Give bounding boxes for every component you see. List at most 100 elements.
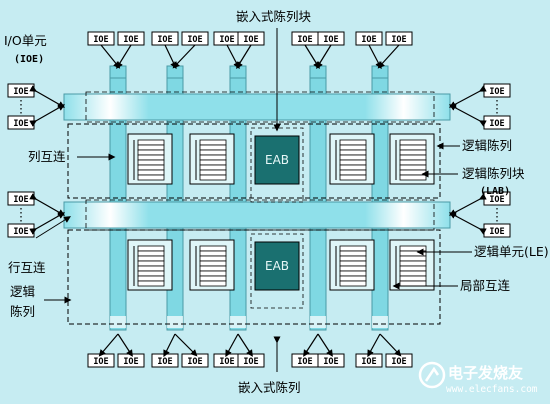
logic-element [339, 270, 367, 277]
connection-arrow [448, 104, 487, 127]
connection-arrow [237, 333, 253, 357]
column-bus-cap [166, 65, 184, 79]
logic-element [339, 280, 367, 287]
connection-arrow [117, 333, 133, 357]
logic-element [339, 245, 367, 252]
ioe-label: IOE [13, 195, 28, 205]
logic-element [137, 280, 165, 287]
logic-element [399, 139, 427, 146]
logic-element [399, 265, 427, 272]
ioe-label: IOE [13, 87, 28, 97]
ioe-label: IOE [297, 35, 312, 45]
logic-array-block [189, 239, 235, 291]
label-logic-element: 逻辑单元(LE) [474, 244, 549, 259]
label-local-interconnect: 局部互连 [460, 278, 511, 293]
logic-element [399, 159, 427, 166]
ioe-label: IOE [243, 357, 258, 367]
logic-element [399, 280, 427, 287]
ioe-unit: IOE [151, 31, 179, 46]
connection-arrow [236, 44, 252, 69]
logic-element [199, 169, 227, 176]
logic-array-region-bottom [67, 229, 441, 325]
logic-element [137, 270, 165, 277]
ioe-unit: IOE [237, 353, 265, 368]
connection-arrow [448, 85, 487, 108]
ioe-unit: IOE [237, 31, 265, 46]
ioe-unit: IOE [213, 31, 241, 46]
ioe-unit: IOE [181, 31, 209, 46]
row-bus-bottom [63, 201, 451, 229]
logic-element [199, 275, 227, 282]
logic-element [199, 164, 227, 171]
row-bus-top [63, 93, 451, 121]
logic-element [339, 265, 367, 272]
label-row-interconnect: 行互连 [8, 260, 46, 275]
column-bus-cap [229, 65, 247, 79]
logic-array-block [329, 133, 375, 185]
label-logic-array-block: 逻辑陈列块 [462, 166, 525, 181]
logic-element [137, 164, 165, 171]
logic-element [199, 255, 227, 262]
ioe-label: IOE [219, 357, 234, 367]
logic-element [199, 265, 227, 272]
connection-arrows [20, 44, 498, 358]
connection-arrow [317, 333, 333, 357]
logic-element [399, 164, 427, 171]
column-bus-tip [110, 316, 126, 328]
connection-arrow [164, 44, 177, 70]
connection-arrow [29, 193, 66, 216]
logic-element [339, 174, 367, 181]
label-io-unit-abbr: (IOE) [14, 54, 44, 65]
ioe-label: IOE [361, 35, 376, 45]
ioe-unit: IOE [483, 223, 511, 238]
label-logic-array: 逻辑陈列 [462, 138, 512, 153]
ioe-label: IOE [489, 195, 504, 205]
connection-arrow [448, 193, 487, 216]
column-bus-tip [372, 316, 388, 328]
logic-element [399, 149, 427, 156]
ioe-label: IOE [157, 35, 172, 45]
ioe-label: IOE [361, 357, 376, 367]
ioe-unit: IOE [117, 31, 145, 46]
logic-element [339, 250, 367, 257]
logic-element [137, 144, 165, 151]
ioe-label: IOE [323, 357, 338, 367]
connection-arrow [29, 104, 66, 127]
connection-arrow [172, 44, 196, 69]
watermark-title: 电子发烧友 [448, 364, 523, 382]
eab-label: EAB [265, 153, 289, 167]
connection-arrow [379, 333, 402, 357]
label-column-interconnect: 列互连 [28, 149, 66, 164]
logic-element [399, 255, 427, 262]
ioe-unit: IOE [7, 191, 35, 206]
connection-arrow [226, 44, 240, 70]
logic-element [137, 139, 165, 146]
ioe-unit: IOE [87, 353, 115, 368]
ioe-label: IOE [187, 357, 202, 367]
connection-arrow [174, 333, 198, 357]
label-logic-array-left-2: 陈列 [10, 304, 35, 319]
connection-arrow [225, 333, 239, 358]
logic-array-block [389, 133, 435, 185]
column-bus-cap [109, 65, 127, 79]
connection-arrow [163, 333, 176, 358]
logic-element [199, 280, 227, 287]
logic-element [137, 265, 165, 272]
ioe-label: IOE [297, 357, 312, 367]
ioe-unit: IOE [317, 353, 345, 368]
watermark-logo-icon [418, 361, 446, 389]
connection-arrow [367, 333, 381, 358]
column-bus-tip [167, 316, 183, 328]
logic-element [199, 250, 227, 257]
connection-arrow [448, 212, 487, 235]
watermark: 电子发烧友 www.elecfans.com [418, 361, 538, 395]
logic-element [339, 164, 367, 171]
logic-element [199, 154, 227, 161]
logic-element [339, 159, 367, 166]
ioe-unit: IOE [483, 115, 511, 130]
connection-arrow [377, 44, 400, 69]
logic-element [137, 174, 165, 181]
ioe-label: IOE [489, 119, 504, 129]
logic-array-block [127, 133, 173, 185]
